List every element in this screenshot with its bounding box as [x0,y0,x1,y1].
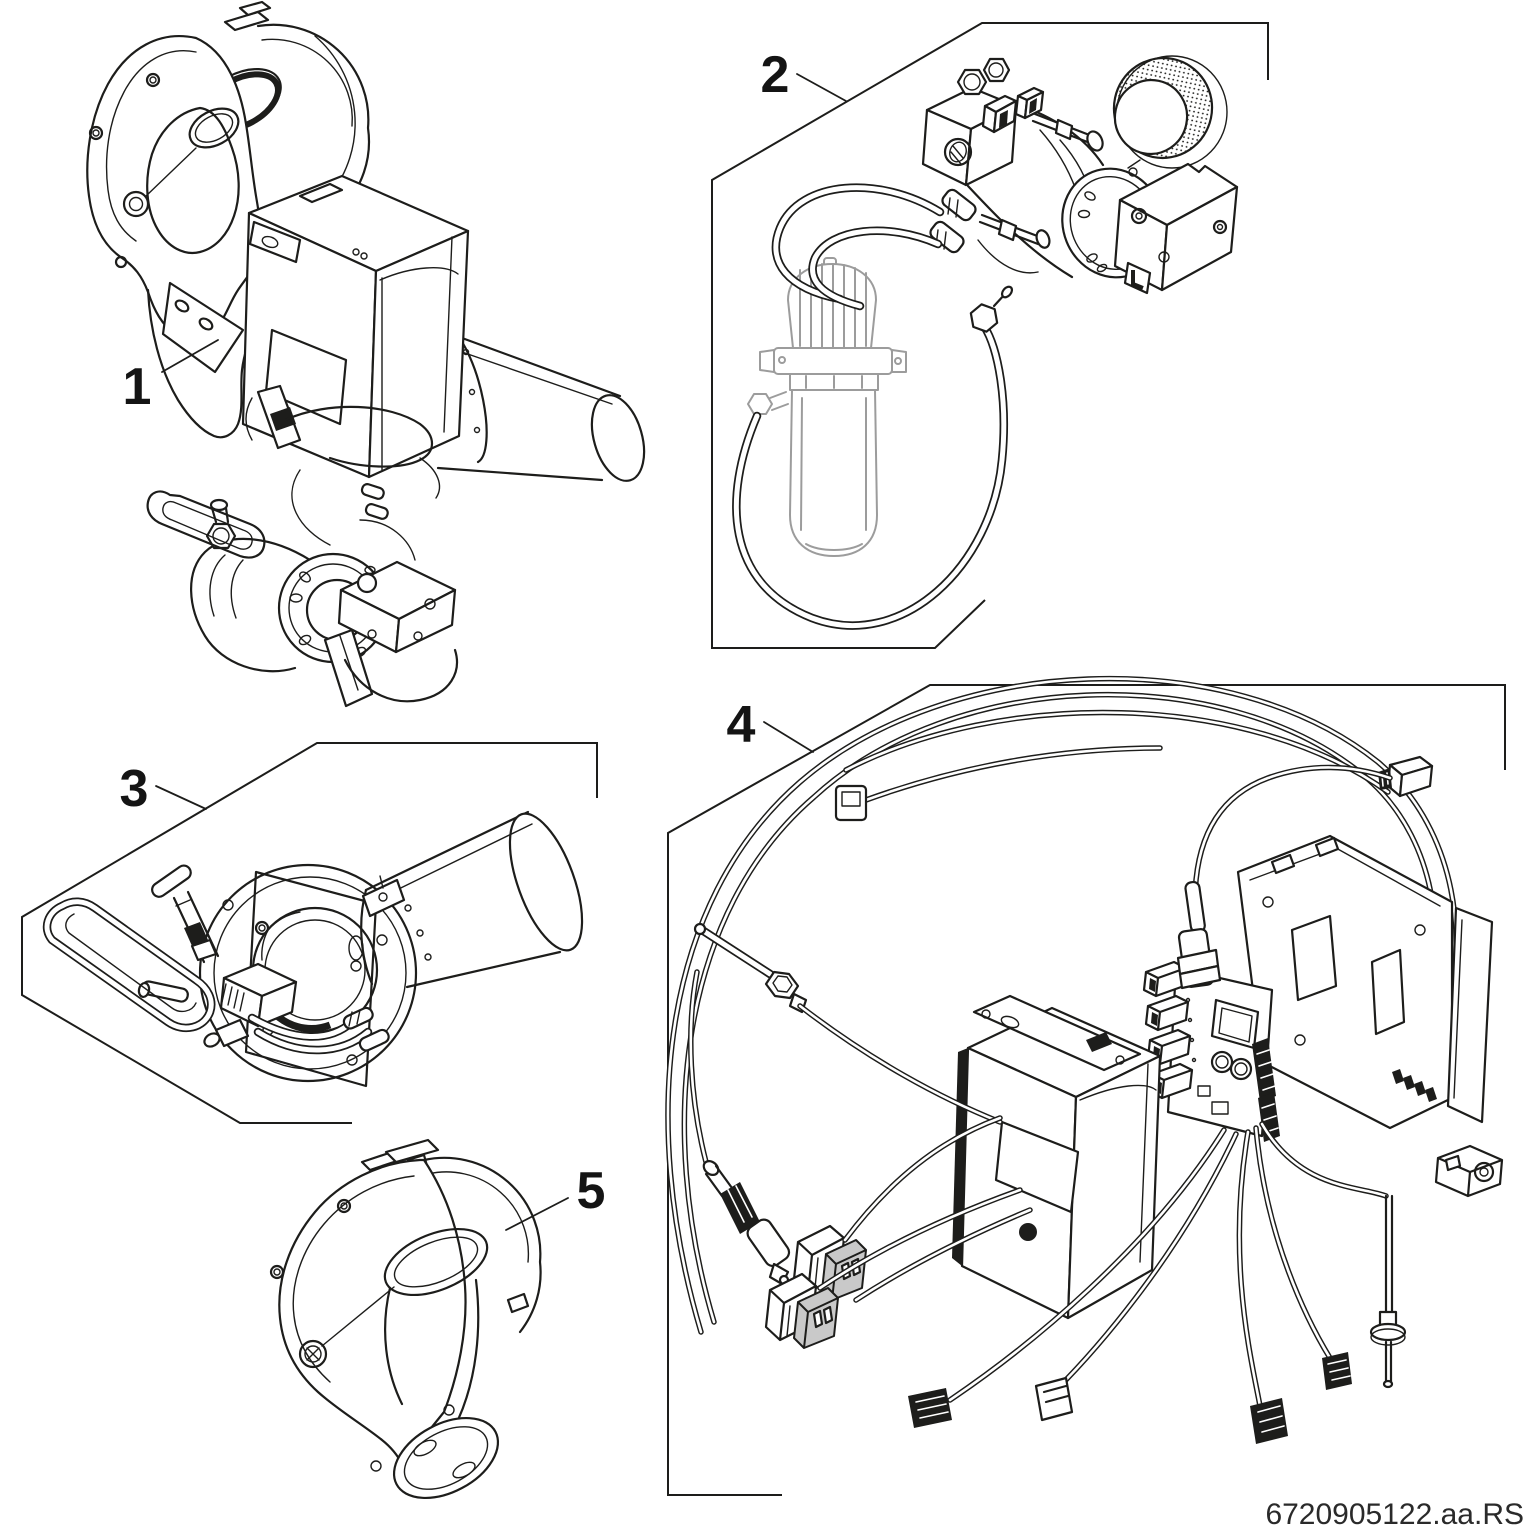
blast-tube-cylinder [360,810,584,989]
part-5-air-hood-drawing: 5 [269,1138,606,1500]
control-unit-box [952,994,1162,1320]
pump-motor [921,57,1165,279]
part-4-frame [667,684,1506,1496]
circuit-board [1142,960,1280,1142]
relay-clip [1434,1144,1504,1198]
temperature-sensor [693,922,1000,1122]
callout-3-leader [155,785,207,810]
reference-code: 6720905122.aa.RS [1265,1498,1524,1531]
callout-4-leader [763,721,814,753]
fuel-hoses [736,188,1014,626]
part-3-frame [21,742,598,1124]
hub-screw [298,1339,328,1369]
hood-flange [392,1416,500,1500]
air-hood [86,0,272,439]
part-3-blast-tube-drawing: 3 [21,742,598,1124]
small-connector-top-left [834,784,868,822]
mounting-ring-arc [422,1156,542,1334]
ignition-rod [245,384,302,450]
part-2-frame [711,22,1269,649]
oil-pipe-loop [47,902,211,1028]
flame-sensor [691,972,791,1286]
callout-1-leader [161,339,219,373]
callout-4-label: 4 [727,696,756,754]
mounting-base-plate [1236,834,1494,1130]
fuel-filter [747,257,907,557]
cable-connector [1250,1398,1288,1444]
part-1-burner-assembly-drawing: 1 [86,0,646,708]
solenoid-valve-block [1113,162,1239,295]
immersion-probe [1369,1194,1407,1389]
callout-3-label: 3 [120,760,149,818]
fan-ring-arc [256,23,371,212]
callout-2-label: 2 [761,46,790,104]
callout-1-label: 1 [123,358,152,416]
ignition-electrode [1176,767,1390,990]
burner-plug-connector [764,1272,839,1349]
hub-screw [122,190,150,218]
callout-5-label: 5 [577,1162,606,1220]
pump-assembly [146,405,458,708]
part-4-wiring-harness-drawing: 4 [667,679,1506,1496]
hood-cover [269,1138,489,1472]
control-unit-label-window [994,1120,1080,1214]
harness-bottom-cables [908,1124,1386,1444]
part-2-pump-group-drawing: 2 [711,22,1269,649]
blast-tube [436,328,646,482]
nozzle-hoses [252,1006,390,1052]
nozzle-assembly [137,864,298,1048]
knurled-ring [1112,55,1228,169]
callout-5-leader [505,1197,569,1231]
callout-2-leader [796,73,847,102]
